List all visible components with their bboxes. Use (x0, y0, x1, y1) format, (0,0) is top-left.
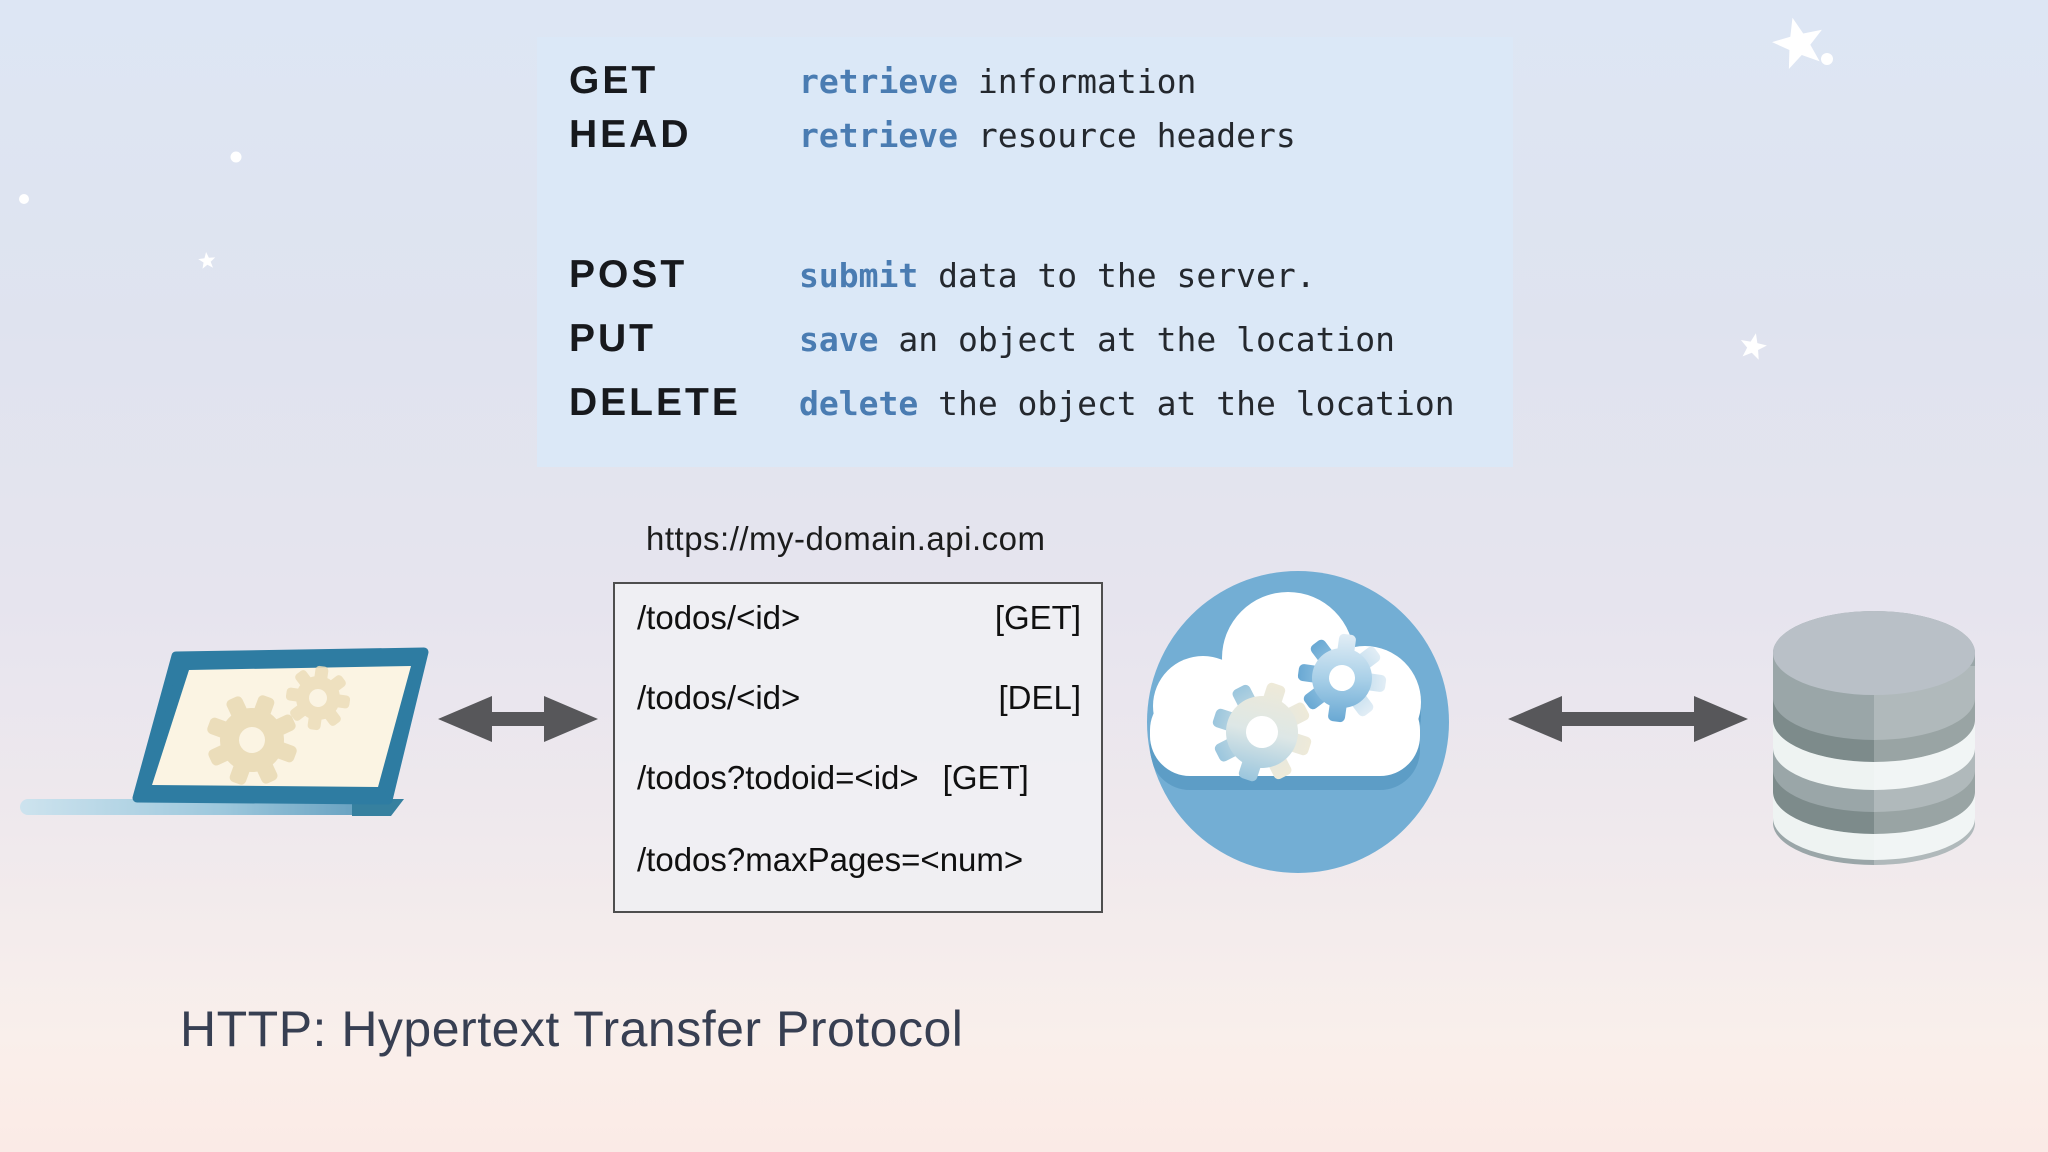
laptop-icon (20, 647, 429, 816)
method-keyword: save (799, 319, 879, 359)
endpoint-path: /todos/<id> (637, 599, 801, 636)
method-description: retrieve information (799, 62, 1196, 101)
method-keyword: submit (799, 255, 919, 295)
gear-icon (1212, 682, 1312, 782)
method-keyword: delete (799, 383, 919, 423)
method-description: retrieve resource headers (799, 116, 1296, 155)
endpoint-path: /todos?todoid=<id> (637, 759, 919, 796)
endpoint-verb: [GET] (994, 599, 1081, 636)
endpoint-path: /todos/<id> (637, 679, 801, 716)
http-methods-panel: GET retrieve information HEAD retrieve r… (537, 37, 1513, 467)
method-keyword: retrieve (799, 61, 958, 101)
database-icon (1773, 611, 1975, 865)
endpoint-path: /todos?maxPages=<num> (637, 841, 1024, 878)
method-row-head: HEAD retrieve resource headers (537, 111, 1513, 159)
sparkle-dot (19, 194, 29, 204)
endpoint-row: /todos?todoid=<id> [GET] (637, 756, 1081, 800)
endpoint-row: /todos?maxPages=<num> (637, 838, 1081, 882)
sparkle-dot (1821, 53, 1833, 65)
method-label: DELETE (569, 381, 741, 424)
endpoint-verb: [DEL] (998, 679, 1081, 716)
method-keyword: retrieve (799, 115, 958, 155)
method-row-delete: DELETE delete the object at the location (537, 379, 1513, 427)
method-label: HEAD (569, 113, 692, 156)
sparkle-stars (19, 11, 1833, 361)
method-row-get: GET retrieve information (537, 57, 1513, 105)
method-rest: an object at the location (878, 319, 1396, 359)
method-label: POST (569, 253, 688, 296)
api-base-url: https://my-domain.api.com (646, 520, 1046, 557)
method-rest: data to the server. (918, 255, 1316, 295)
method-row-put: PUT save an object at the location (537, 315, 1513, 363)
endpoint-row: /todos/<id> [GET] (637, 596, 1081, 640)
method-label: GET (569, 59, 659, 102)
bidirectional-arrow-icon (1508, 696, 1748, 742)
method-label: PUT (569, 317, 656, 360)
method-row-post: POST submit data to the server. (537, 251, 1513, 299)
cloud-icon (1147, 571, 1449, 873)
method-rest: resource headers (957, 115, 1296, 155)
gear-icon (207, 665, 351, 785)
method-rest: information (957, 61, 1197, 101)
gear-icon (1297, 633, 1387, 723)
page-title: HTTP: Hypertext Transfer Protocol (180, 1001, 964, 1057)
method-description: save an object at the location (799, 320, 1395, 359)
endpoint-row: /todos/<id> [DEL] (637, 676, 1081, 720)
method-description: submit data to the server. (799, 256, 1316, 295)
sparkle-dot (230, 151, 242, 163)
star-icon (197, 251, 217, 270)
endpoint-box: /todos/<id> [GET] /todos/<id> [DEL] /tod… (613, 582, 1103, 913)
database-top (1773, 611, 1975, 695)
endpoint-verb: [GET] (942, 759, 1029, 796)
star-icon (1737, 330, 1769, 361)
method-rest: the object at the location (918, 383, 1455, 423)
method-description: delete the object at the location (799, 384, 1455, 423)
bidirectional-arrow-icon (438, 696, 598, 742)
star-icon (1767, 11, 1830, 72)
